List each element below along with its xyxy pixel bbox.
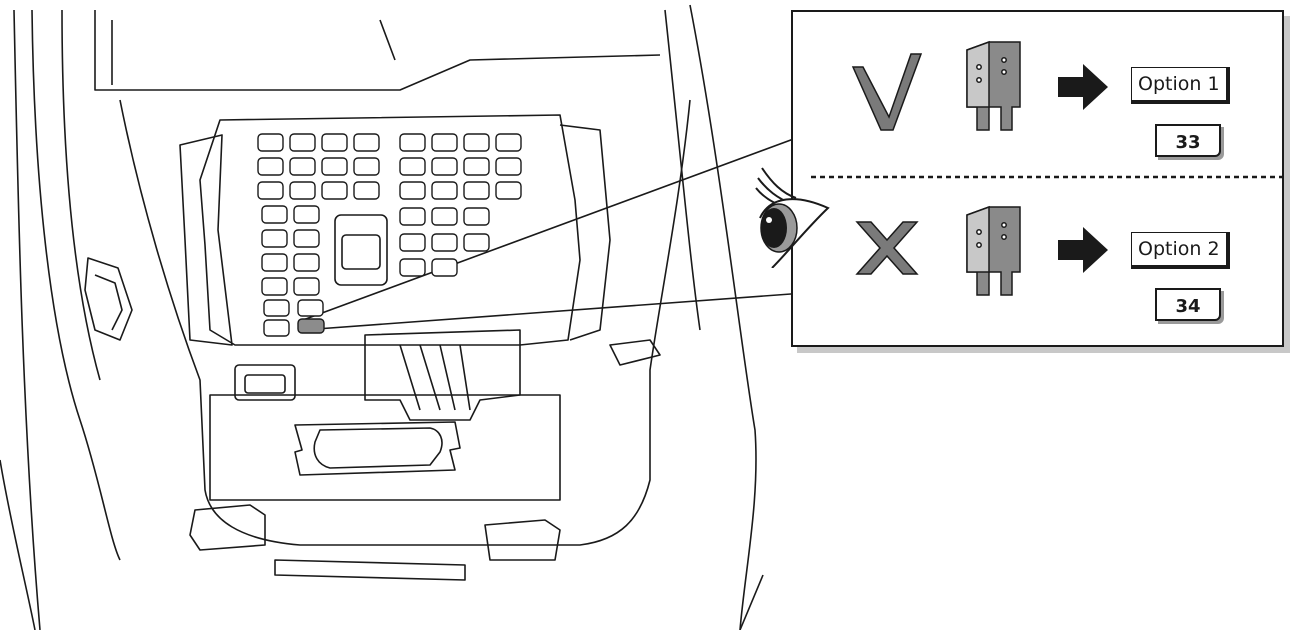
obd-port bbox=[314, 428, 442, 468]
left-tab bbox=[190, 505, 265, 550]
left-clip-inner bbox=[95, 275, 122, 330]
fuse-grid bbox=[258, 134, 521, 336]
fuse-check-callout: Option 1 33 Option 2 34 bbox=[791, 10, 1284, 347]
lower-clip-inner bbox=[245, 375, 285, 393]
arrow-right-icon bbox=[1058, 227, 1108, 273]
cable-harness bbox=[365, 330, 520, 420]
option-1-label: Option 1 bbox=[1131, 67, 1230, 104]
eye-icon bbox=[752, 158, 832, 268]
highlighted-fuse bbox=[298, 319, 324, 333]
console-inner-left bbox=[32, 10, 120, 560]
option-2-label: Option 2 bbox=[1131, 232, 1230, 269]
relay-inner bbox=[342, 235, 380, 269]
tray-back bbox=[112, 20, 395, 85]
fuse-panel-edge bbox=[180, 135, 232, 345]
console-outer-right bbox=[690, 5, 756, 630]
cable-wires bbox=[400, 345, 470, 410]
fuse-icon-2 bbox=[967, 207, 1020, 295]
option-2-step-number: 34 bbox=[1155, 288, 1221, 321]
console-inner-right bbox=[665, 10, 700, 330]
right-tab bbox=[485, 520, 560, 560]
recess-inner bbox=[210, 395, 560, 500]
fuse-icon-1 bbox=[967, 42, 1020, 130]
arrow-right-icon bbox=[1058, 64, 1108, 110]
cross-icon bbox=[857, 222, 917, 274]
checkmark-icon bbox=[853, 54, 921, 130]
tray-top bbox=[95, 10, 660, 90]
console-outer-left bbox=[14, 10, 40, 630]
fuse-panel-housing bbox=[200, 115, 580, 345]
left-clip bbox=[85, 258, 132, 340]
base-slot bbox=[275, 560, 465, 580]
option-1-step-number: 33 bbox=[1155, 124, 1221, 157]
